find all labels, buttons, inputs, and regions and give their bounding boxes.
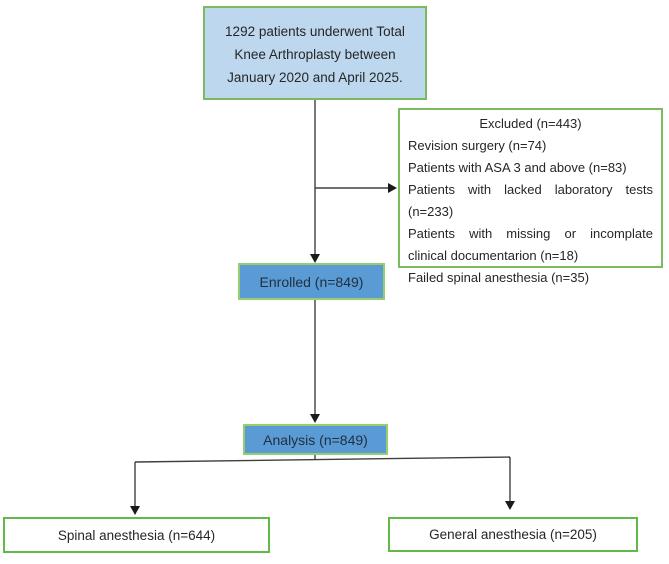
excluded-item-asa: Patients with ASA 3 and above (n=83)	[408, 160, 627, 175]
arrow-top-to-enrolled	[310, 100, 320, 263]
analysis-box: Analysis (n=849)	[243, 424, 388, 455]
arrow-to-spinal	[130, 462, 140, 515]
enrolled-box: Enrolled (n=849)	[238, 263, 385, 300]
general-anesthesia-box: General anesthesia (n=205)	[388, 517, 638, 552]
excluded-box: Excluded (n=443) Revision surgery (n=74)…	[398, 108, 663, 285]
spinal-anesthesia-box: Spinal anesthesia (n=644)	[3, 517, 270, 553]
excluded-item-failed-spinal: Failed spinal anesthesia (n=35)	[408, 270, 590, 285]
excluded-item-documentation: Patients with missing or incomplate clin…	[408, 226, 653, 263]
excluded-item-revision: Revision surgery (n=74)	[408, 138, 547, 153]
branch-line	[134, 455, 511, 463]
patients-total-box: 1292 patients underwent Total Knee Arthr…	[203, 6, 427, 100]
excluded-item-lab-tests: Patients with lacked laboratory tests (n…	[408, 182, 653, 219]
excluded-title: Excluded (n=443)	[479, 116, 582, 131]
arrow-enrolled-to-analysis	[310, 300, 320, 423]
arrow-to-general	[505, 457, 515, 510]
arrow-to-excluded	[315, 183, 397, 193]
